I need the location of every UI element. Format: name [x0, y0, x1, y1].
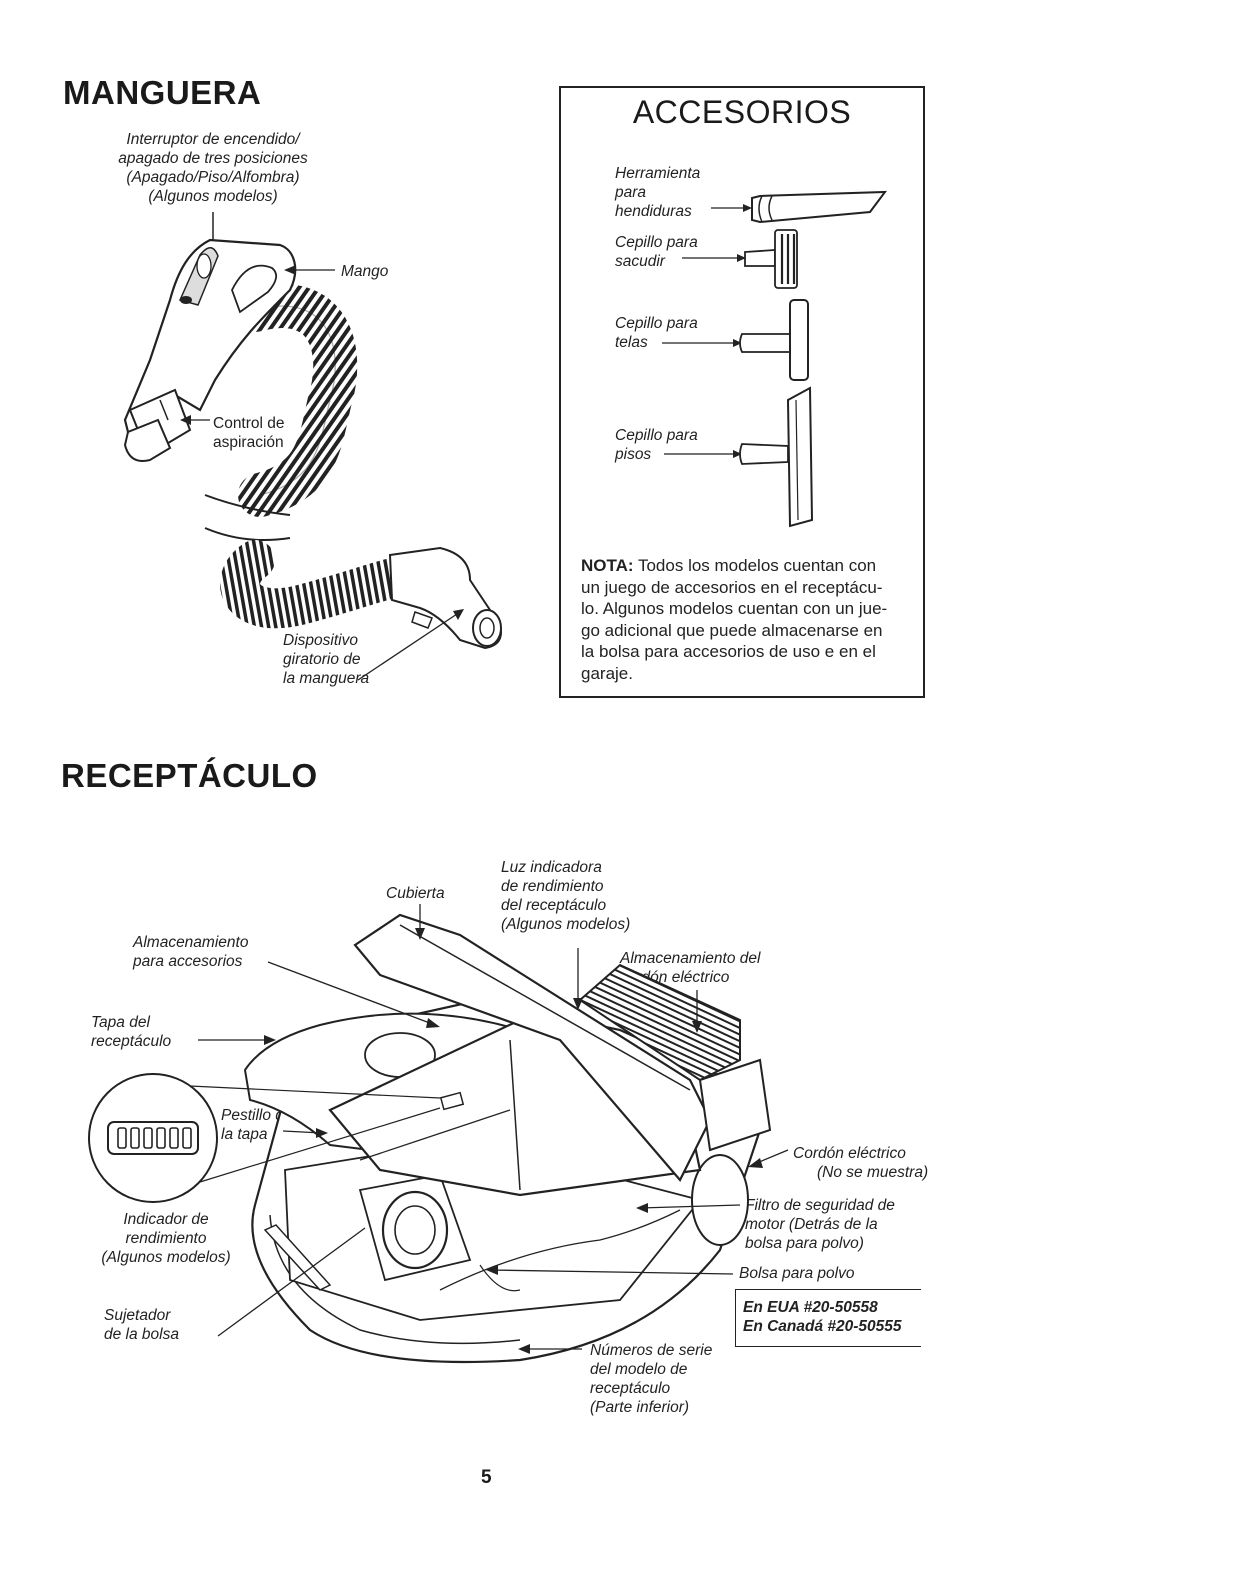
- manguera-heading: MANGUERA: [63, 74, 262, 111]
- serial-number-label: Números de serie del modelo de receptácu…: [590, 1342, 713, 1416]
- page-number: 5: [481, 1467, 492, 1488]
- crevice-tool-label: Herramienta para hendiduras: [615, 165, 701, 220]
- performance-light-label: Luz indicadora de rendimiento del recept…: [501, 859, 631, 933]
- bag-clip-label: Sujetador de la bolsa: [104, 1307, 179, 1343]
- handle-label: Mango: [341, 263, 389, 280]
- lid-label: Tapa del receptáculo: [91, 1014, 172, 1050]
- accessories-illustration: [662, 190, 888, 528]
- accesorios-heading: ACCESORIOS: [632, 94, 852, 130]
- switch-label: Interruptor de encendido/ apagado de tre…: [118, 131, 308, 205]
- performance-indicator-label: Indicador de rendimiento (Algunos modelo…: [101, 1211, 231, 1266]
- hose-illustration: [123, 212, 502, 681]
- cord-storage-label: Almacenamiento del cordón eléctrico: [620, 950, 761, 986]
- note-prefix: NOTA:: [581, 556, 634, 575]
- fabric-brush-label: Cepillo para telas: [615, 315, 698, 351]
- accesorios-box: [559, 86, 925, 698]
- accesorios-note: NOTA: Todos los modelos cuentan con un j…: [581, 556, 888, 683]
- bag-numbers: En EUA #20-50558 En Canadá #20-50555: [743, 1299, 902, 1335]
- motor-filter-label: Filtro de seguridad de motor (Detrás de …: [745, 1197, 895, 1252]
- dusting-brush-label: Cepillo para sacudir: [615, 234, 698, 270]
- dust-bag-label: Bolsa para polvo: [739, 1265, 855, 1282]
- bag-numbers-box: [735, 1289, 921, 1347]
- power-cord-label: Cordón eléctrico (No se muestra): [793, 1145, 929, 1181]
- latch-label: Pestillo de la tapa: [221, 1107, 293, 1143]
- receptaculo-heading: RECEPTÁCULO: [61, 757, 318, 794]
- floor-brush-label: Cepillo para pisos: [615, 427, 698, 463]
- accessory-storage-label: Almacenamiento para accesorios: [133, 934, 249, 970]
- suction-control-label: Control de aspiración: [213, 415, 285, 451]
- swivel-label: Dispositivo giratorio de la manguera: [283, 632, 370, 687]
- cover-label: Cubierta: [386, 885, 445, 902]
